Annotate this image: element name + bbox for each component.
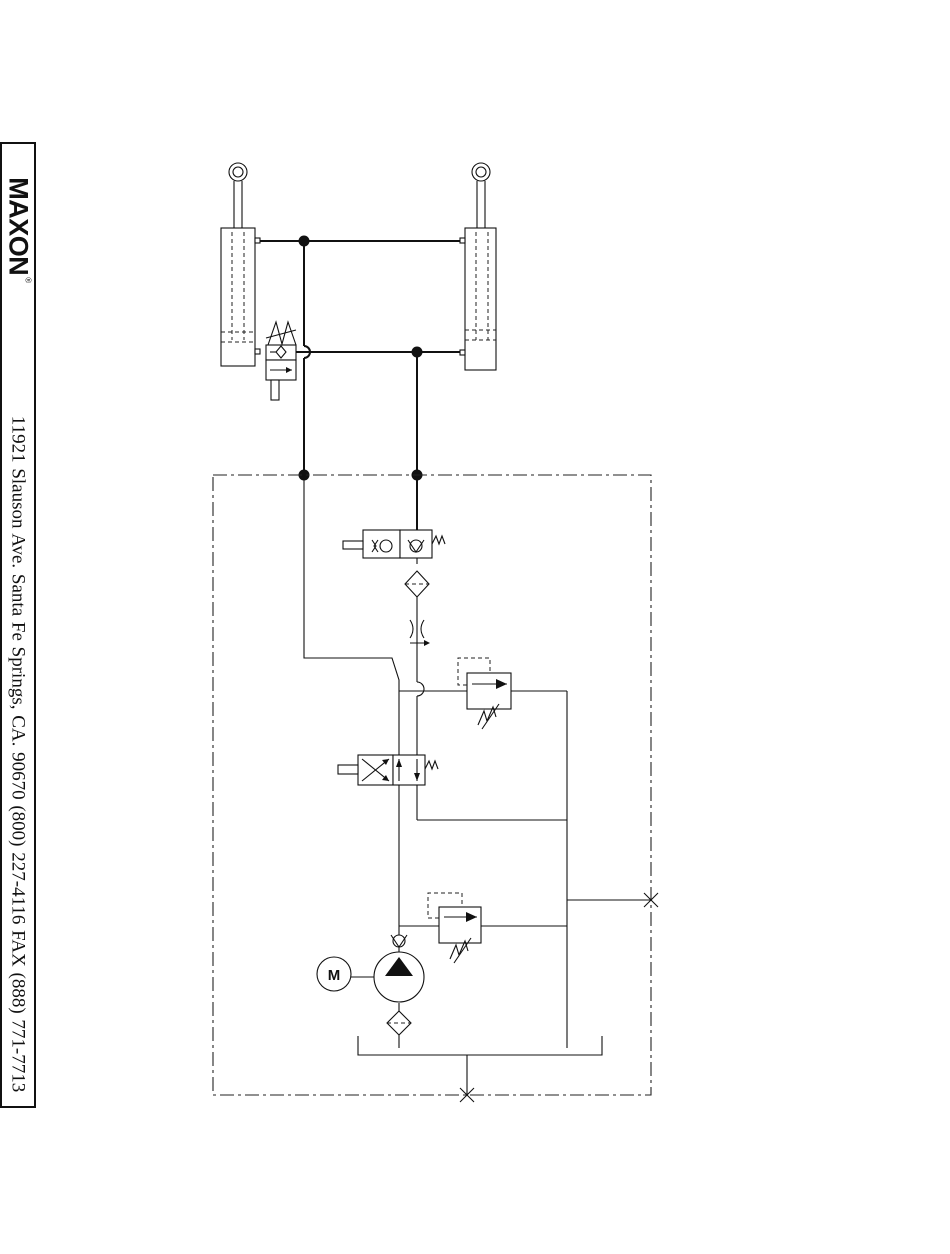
pressure-lines <box>260 236 460 531</box>
lift-cylinder-right <box>460 163 496 370</box>
electric-motor: M <box>317 957 374 991</box>
flow-control <box>410 620 430 646</box>
relief-valve-lower <box>428 893 481 963</box>
lowering-solenoid-valve <box>343 530 445 558</box>
manual-valve <box>266 322 296 400</box>
power-unit-boundary <box>213 475 651 1095</box>
relief-valve-upper <box>458 658 511 729</box>
directional-control-valve <box>338 755 438 785</box>
suction-filter <box>387 1011 411 1035</box>
motor-label: M <box>328 967 341 984</box>
return-filter <box>405 571 429 597</box>
pump-check-valve <box>391 935 407 947</box>
hydraulic-pump <box>374 952 424 1002</box>
return-and-supply-lines <box>304 475 651 1095</box>
lift-cylinder-left <box>221 163 260 366</box>
